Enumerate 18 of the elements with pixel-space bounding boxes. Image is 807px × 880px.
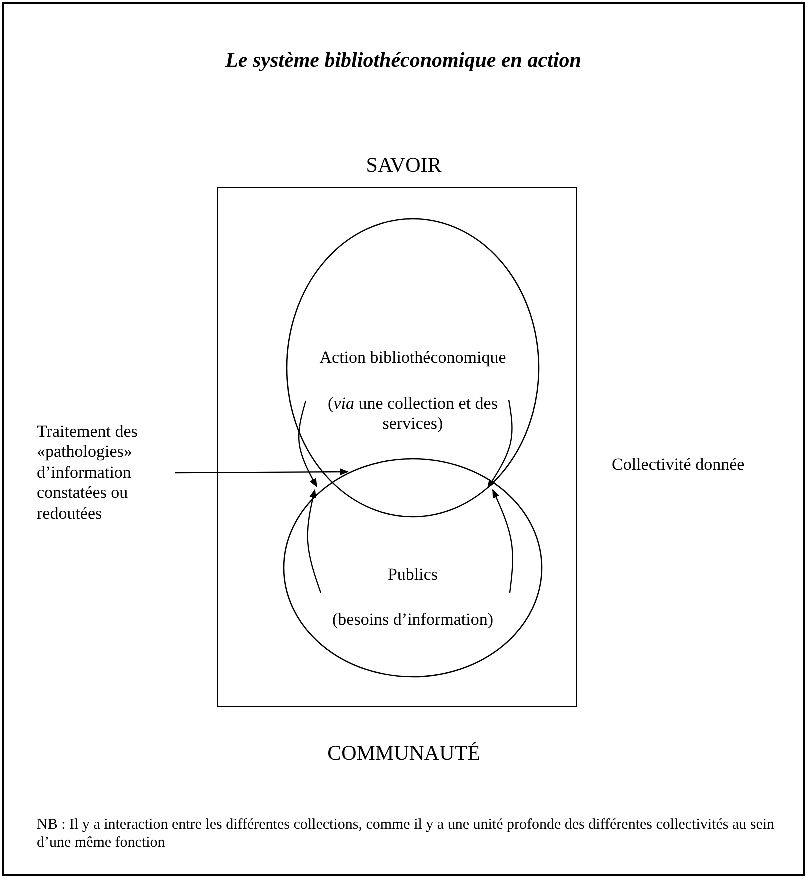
node-heading: Action bibliothéconomique [318, 348, 508, 368]
node-note: (via une collection et des services) [327, 394, 499, 435]
curved-arrow [492, 489, 514, 594]
diagram-title: Le système bibliothéconomique en action [224, 48, 582, 73]
ellipse-node [286, 218, 540, 518]
node-note: (besoins d’information) [332, 610, 494, 630]
ellipse-node [283, 458, 543, 678]
frame-box [217, 187, 577, 707]
label-text: Collectivité donnée [612, 455, 746, 476]
label-text: SAVOIR [365, 153, 443, 178]
curved-arrow [307, 489, 322, 594]
node-heading: Traitement des «pathologies» d’information constatées ou redoutées [37, 422, 139, 524]
arrow [175, 468, 349, 476]
label-text: NB : Il y a interaction entre les différentes collections, comme il y a une unité profonde des différentes collectivités au sein d’une même fonction [37, 816, 776, 852]
label-text: COMMUNAUTÉ [326, 741, 482, 766]
curved-arrow [488, 400, 513, 489]
node-heading: Publics [386, 565, 440, 586]
curved-arrow [298, 400, 318, 488]
